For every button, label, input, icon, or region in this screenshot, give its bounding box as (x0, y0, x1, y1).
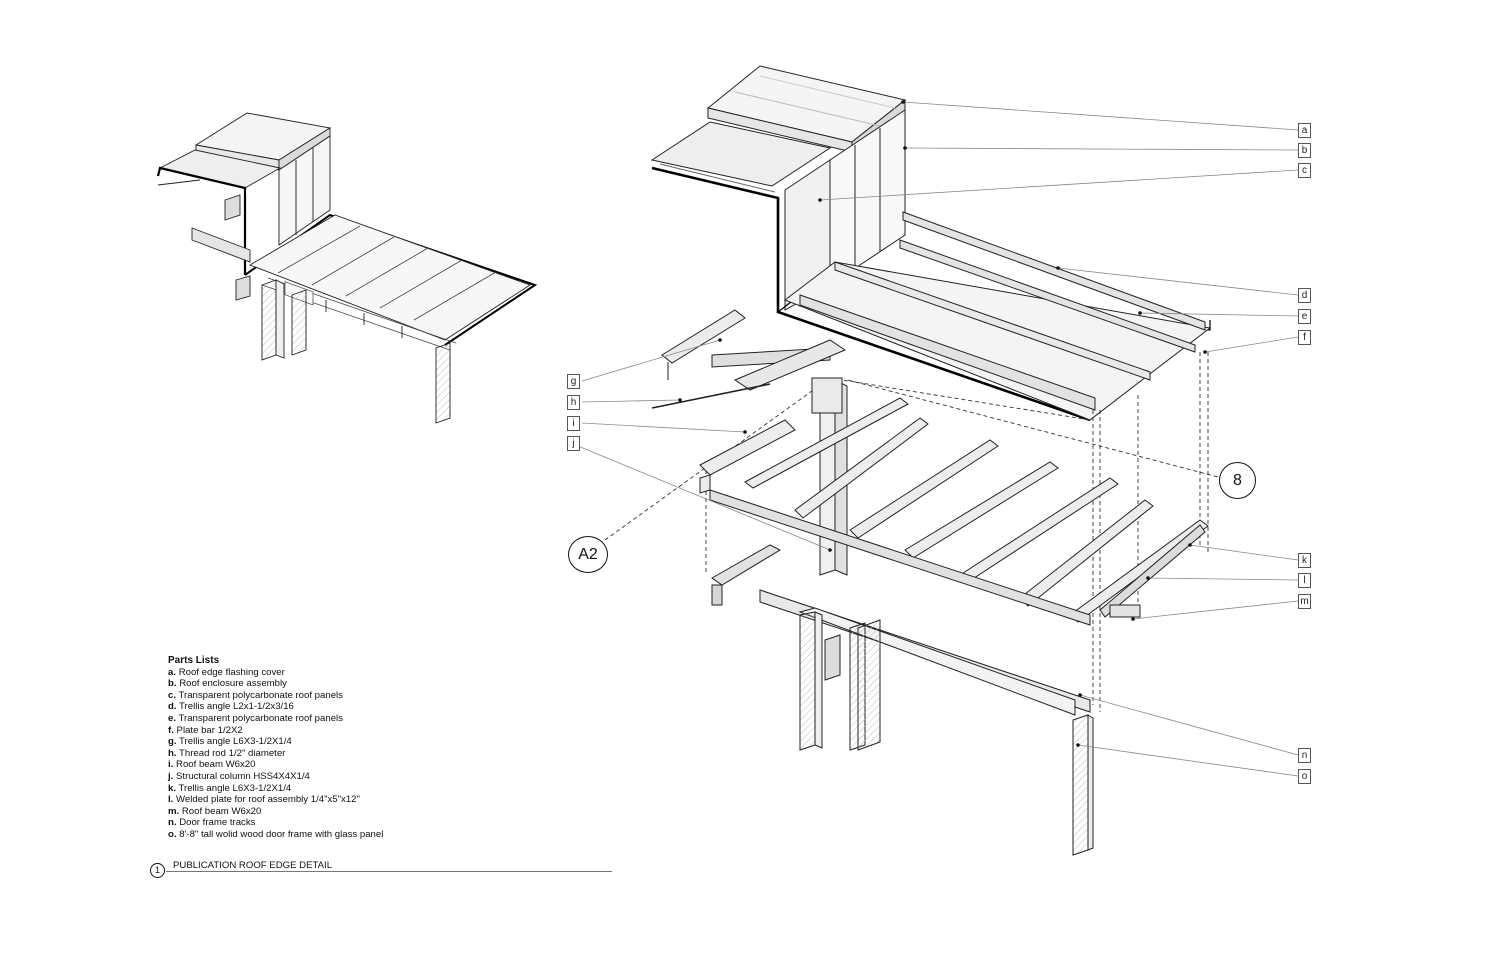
callout-tag-i: i (567, 416, 580, 431)
parts-list: Parts Lists a. Roof edge flashing cover … (168, 655, 383, 841)
callout-tag-c: c (1298, 163, 1311, 178)
callout-tag-n: n (1298, 748, 1311, 763)
parts-list-item: c. Transparent polycarbonate roof panels (168, 689, 343, 701)
callout-tag-d: d (1298, 288, 1311, 303)
drawing-title: PUBLICATION ROOF EDGE DETAIL (173, 860, 333, 871)
callout-tag-m: m (1298, 594, 1311, 609)
grid-bubble-a2: A2 (568, 536, 608, 573)
title-underline (166, 871, 612, 872)
parts-list-item: j. Structural column HSS4X4X1/4 (168, 770, 310, 782)
parts-list-item: a. Roof edge flashing cover (168, 666, 285, 678)
parts-list-item: n. Door frame tracks (168, 817, 256, 829)
parts-list-item: b. Roof enclosure assembly (168, 678, 287, 690)
callout-tag-a: a (1298, 123, 1311, 138)
callout-tag-e: e (1298, 309, 1311, 324)
parts-list-item: d. Trellis angle L2x1-1/2x3/16 (168, 701, 294, 713)
callout-tag-k: k (1298, 553, 1311, 568)
parts-list-item: g. Trellis angle L6X3-1/2X1/4 (168, 736, 292, 748)
key-axonometric (156, 112, 538, 424)
parts-list-item: h. Thread rod 1/2" diameter (168, 747, 286, 759)
callout-tag-o: o (1298, 769, 1311, 784)
callout-tag-f: f (1298, 330, 1311, 345)
leader-lines (577, 101, 1299, 777)
parts-list-heading: Parts Lists (168, 655, 220, 666)
grid-bubble-8: 8 (1219, 462, 1256, 499)
drawing-title-block: 1 PUBLICATION ROOF EDGE DETAIL (150, 860, 612, 878)
callout-tag-j: j (567, 436, 580, 451)
exploded-axonometric (604, 65, 1223, 856)
parts-list-item: i. Roof beam W6x20 (168, 759, 256, 771)
parts-list-item: o. 8'-8" tall wolid wood door frame with… (168, 828, 384, 840)
leader-dots (678, 100, 1207, 747)
callout-tag-h: h (567, 395, 580, 410)
parts-list-item: l. Welded plate for roof assembly 1/4"x5… (168, 794, 360, 806)
parts-list-item: f. Plate bar 1/2X2 (168, 724, 243, 736)
parts-list-item: k. Trellis angle L6X3-1/2X1/4 (168, 782, 292, 794)
parts-list-item: e. Transparent polycarbonate roof panels (168, 712, 343, 724)
drawing-number-bubble: 1 (150, 863, 165, 878)
callout-tag-b: b (1298, 143, 1311, 158)
callout-tag-g: g (567, 374, 580, 389)
callout-tag-l: l (1298, 573, 1311, 588)
parts-list-item: m. Roof beam W6x20 (168, 805, 262, 817)
